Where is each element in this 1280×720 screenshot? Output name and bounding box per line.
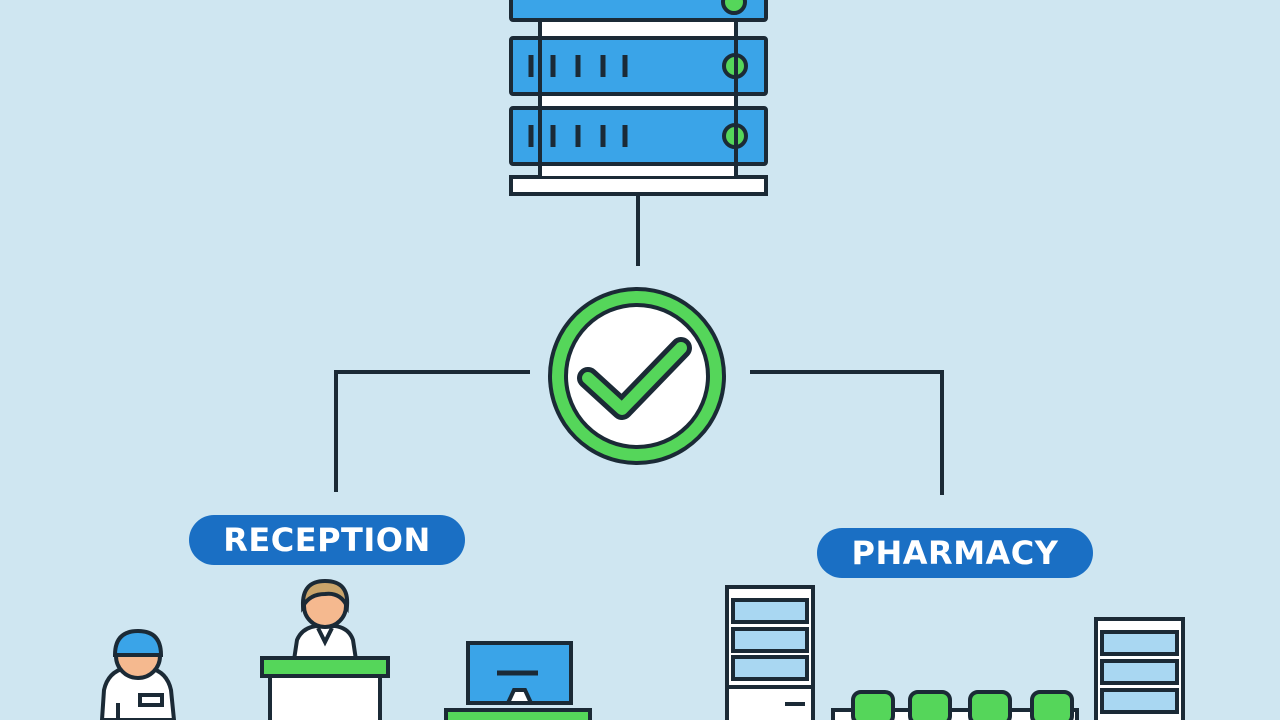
reception-label: RECEPTION — [189, 515, 465, 565]
pharmacy-label: PHARMACY — [817, 528, 1093, 578]
connector-lines — [334, 196, 944, 495]
server-rack-icon — [509, 0, 768, 196]
reception-desk — [260, 656, 390, 720]
pharmacy-shelf-icon-right — [1094, 617, 1185, 720]
computer-terminal-icon — [444, 641, 592, 720]
check-circle-icon — [548, 287, 726, 465]
receptionist-icon — [291, 578, 359, 662]
waiting-chairs-icon — [831, 690, 1079, 720]
server-rack-spacers — [538, 22, 738, 177]
patient-icon — [99, 628, 177, 720]
pharmacy-shelf-icon — [725, 585, 815, 720]
